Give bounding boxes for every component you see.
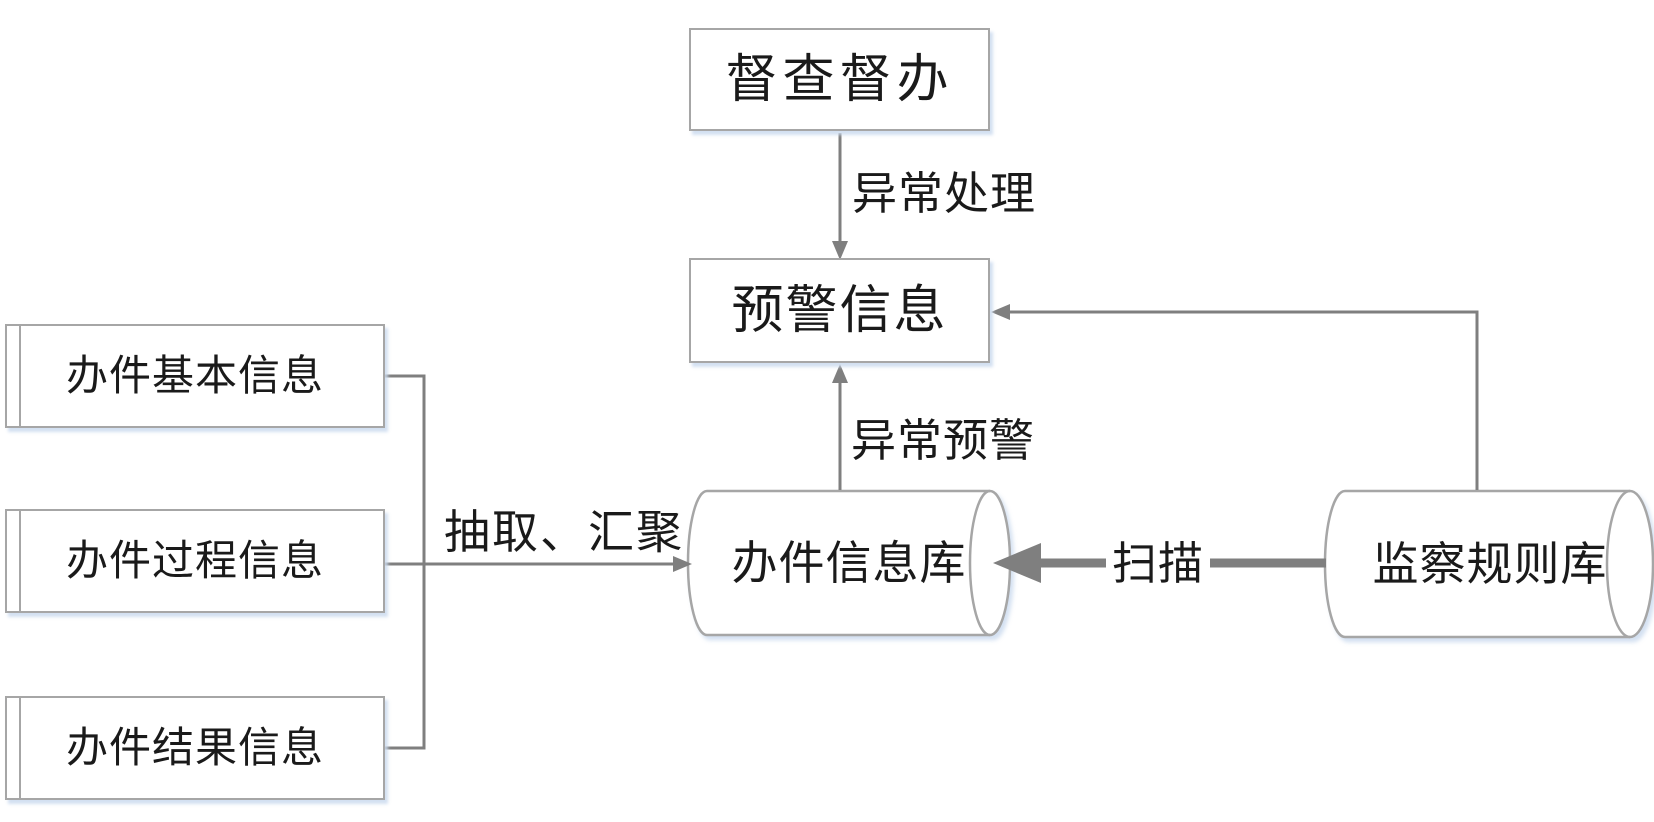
edge-label-exception-handling: 异常处理 [852,168,1037,219]
node-inspection-rule-db-label: 监察规则库 [1329,492,1651,636]
node-case-basic-info-label: 办件基本信息 [65,352,324,399]
node-supervision: 督查督办 [689,28,990,131]
edge-label-extract-aggregate: 抽取、汇聚 [444,506,684,558]
edge-label-scan: 扫描 [1106,540,1211,587]
exception-handling-arrowhead [832,241,848,260]
edge-label-abnormal-warning: 异常预警 [851,415,1036,466]
inspection-rule-db-cylinder-rim [1605,489,1631,639]
abnormal-warning-arrowhead [832,364,848,383]
rule-db-to-warning-arrowhead [991,304,1010,320]
case-info-db-text: 办件信息库 [731,537,967,589]
left-double-border [19,698,21,798]
node-case-process-info: 办件过程信息 [5,509,385,613]
extract-aggregate-arrowhead [673,556,692,572]
left-double-border [19,511,21,611]
node-supervision-label: 督查督办 [725,50,954,109]
node-case-result-info-label: 办件结果信息 [65,724,324,771]
left-double-border [19,326,21,426]
left-boxes-bracket [385,374,426,750]
node-warning-info-label: 预警信息 [731,281,948,340]
node-case-process-info-label: 办件过程信息 [65,537,324,584]
node-warning-info: 预警信息 [689,258,990,363]
rule-db-to-warning-connector [1008,310,1479,490]
inspection-rule-db-text: 监察规则库 [1372,538,1608,590]
scan-arrowhead [993,543,1041,583]
case-info-db-cylinder-rim [968,489,991,637]
node-case-result-info: 办件结果信息 [5,696,385,800]
node-case-info-db-label: 办件信息库 [690,492,1008,634]
node-case-basic-info: 办件基本信息 [5,324,385,428]
